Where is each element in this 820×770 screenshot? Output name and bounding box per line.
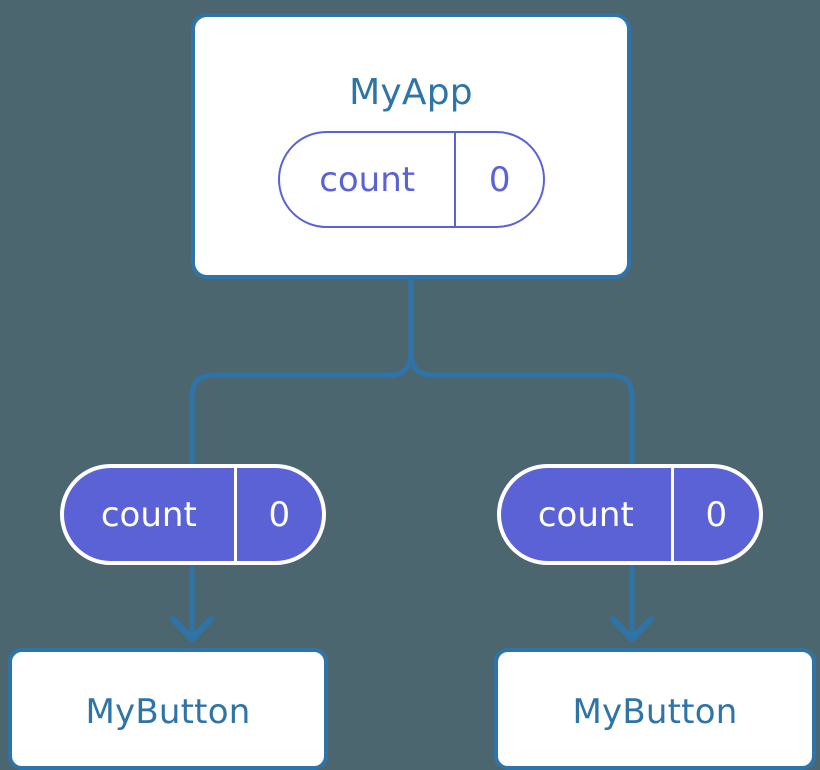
left-branch-state-key: count <box>100 494 197 535</box>
right-leaf-component-title: MyButton <box>572 692 738 732</box>
left-branch-state-value: 0 <box>233 468 322 561</box>
right-branch-state-value: 0 <box>670 468 759 561</box>
right-branch-state-key: count <box>537 494 634 535</box>
right-branch-connector <box>408 351 635 464</box>
root-state-key: count <box>319 159 416 200</box>
left-leaf-component-card[interactable]: MyButton <box>8 648 328 770</box>
left-branch-connector <box>189 351 414 464</box>
left-leaf-component-title: MyButton <box>85 692 251 732</box>
left-state-to-leaf-arrowhead-icon <box>170 616 214 642</box>
right-state-to-leaf-arrowhead-icon <box>610 616 654 642</box>
right-branch-state-pill[interactable]: count 0 <box>497 464 763 565</box>
left-branch-state-pill[interactable]: count 0 <box>60 464 326 565</box>
root-state-value: 0 <box>454 133 543 226</box>
root-component-title: MyApp <box>349 72 473 113</box>
root-state-pill[interactable]: count 0 <box>278 131 545 228</box>
right-leaf-component-card[interactable]: MyButton <box>494 648 816 770</box>
